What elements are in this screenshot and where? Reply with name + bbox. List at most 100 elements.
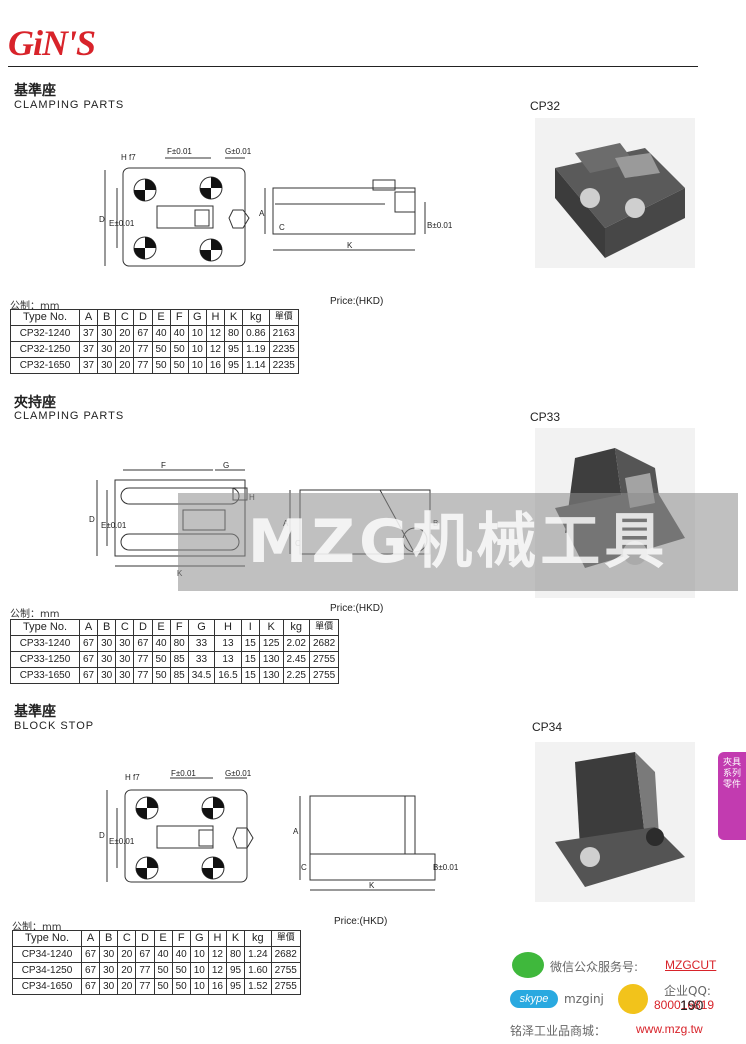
wechat-icon — [512, 952, 544, 978]
table-cell: 2755 — [270, 978, 301, 995]
cp32-drawing: H f7 F±0.01 G±0.01 D E±0.01 A C B±0.01 K — [99, 147, 453, 267]
column-header: G — [189, 930, 209, 947]
column-header: H — [205, 309, 226, 326]
column-header: C — [117, 930, 137, 947]
table-cell: 37 — [78, 341, 99, 358]
table-cell: 20 — [115, 341, 135, 358]
svg-text:G±0.01: G±0.01 — [225, 769, 252, 778]
table-cell: 15 — [240, 651, 260, 668]
svg-text:D: D — [99, 215, 105, 224]
table-cell: 20 — [117, 962, 137, 979]
table-cell: 16 — [207, 978, 228, 995]
qq-number[interactable]: 800016819 — [654, 998, 715, 1012]
column-header: H — [214, 619, 242, 636]
table-cell: 95 — [225, 962, 246, 979]
table-cell: 40 — [171, 946, 191, 963]
column-header: 單價 — [308, 619, 340, 636]
svg-text:B±0.01: B±0.01 — [427, 221, 453, 230]
price-label: Price:(HKD) — [334, 916, 388, 927]
watermark-band — [178, 493, 738, 591]
header-rule — [8, 66, 698, 67]
table-cell: 2682 — [308, 635, 340, 652]
table-cell: 13 — [214, 635, 242, 652]
table-cell: 1.19 — [242, 341, 270, 358]
svg-text:G: G — [223, 461, 229, 470]
table-cell: 33 — [187, 651, 216, 668]
model-label: CP32 — [530, 99, 561, 113]
column-header: C — [115, 309, 135, 326]
svg-text:B±0.01: B±0.01 — [433, 863, 459, 872]
column-header: B — [97, 309, 117, 326]
table-cell: 13 — [214, 651, 242, 668]
table-cell: 67 — [133, 635, 153, 652]
table-cell: 10 — [189, 962, 209, 979]
table-cell: 2.45 — [282, 651, 310, 668]
column-header: D — [133, 309, 153, 326]
table-cell: 50 — [171, 962, 191, 979]
skype-id[interactable]: mzginj — [564, 992, 604, 1006]
svg-text:F±0.01: F±0.01 — [171, 769, 196, 778]
svg-text:D: D — [89, 515, 95, 524]
column-header: G — [187, 309, 207, 326]
table-cell: 37 — [78, 357, 99, 374]
svg-text:D: D — [99, 831, 105, 840]
table-cell: 30 — [97, 667, 117, 684]
table-cell: 34.5 — [187, 667, 216, 684]
section-title-en: BLOCK STOP — [14, 720, 95, 732]
column-header: H — [207, 930, 228, 947]
table-cell: 77 — [133, 667, 153, 684]
wechat-id[interactable]: MZGCUT — [665, 958, 717, 972]
type-no-cell: CP34-1240 — [12, 946, 82, 963]
section-title-zh: 基準座 — [14, 83, 56, 99]
column-header: B — [99, 930, 119, 947]
mall-url[interactable]: www.mzg.tw — [636, 1022, 703, 1036]
table-cell: 50 — [169, 357, 189, 374]
table-cell: 40 — [151, 325, 171, 342]
table-cell: 30 — [97, 341, 117, 358]
table-cell: 30 — [115, 667, 135, 684]
table-cell: 2755 — [270, 962, 301, 979]
column-header: Type No. — [10, 619, 80, 636]
table-cell: 50 — [171, 978, 191, 995]
column-header: A — [78, 619, 99, 636]
table-cell: 1.24 — [244, 946, 272, 963]
svg-text:H f7: H f7 — [121, 153, 136, 162]
table-cell: 30 — [115, 651, 135, 668]
table-cell: 40 — [151, 635, 171, 652]
table-cell: 80 — [169, 635, 189, 652]
unit-label: 公制：mm — [10, 301, 60, 312]
type-no-cell: CP33-1250 — [10, 651, 80, 668]
table-cell: 85 — [169, 651, 189, 668]
model-label: CP33 — [530, 410, 561, 424]
table-cell: 50 — [153, 978, 173, 995]
svg-text:E±0.01: E±0.01 — [109, 837, 135, 846]
table-cell: 77 — [135, 978, 155, 995]
cp32-photo — [535, 118, 695, 268]
table-cell: 50 — [151, 357, 171, 374]
table-cell: 67 — [78, 635, 99, 652]
cp34-photo — [535, 742, 695, 902]
table-cell: 2235 — [268, 341, 299, 358]
table-cell: 30 — [99, 978, 119, 995]
table-cell: 37 — [78, 325, 99, 342]
table-cell: 10 — [189, 946, 209, 963]
table-cell: 10 — [187, 341, 207, 358]
model-label: CP34 — [532, 720, 563, 734]
column-header: D — [133, 619, 153, 636]
brand-logo: GiN'S — [8, 23, 96, 63]
svg-text:C: C — [279, 223, 285, 232]
category-side-tab[interactable] — [718, 752, 746, 840]
column-header: E — [153, 930, 173, 947]
column-header: E — [151, 619, 171, 636]
table-cell: 125 — [258, 635, 284, 652]
column-header: B — [97, 619, 117, 636]
type-no-cell: CP32-1250 — [10, 341, 80, 358]
table-cell: 67 — [78, 667, 99, 684]
cp34-drawing: H f7 F±0.01 G±0.01 D E±0.01 A C B±0.01 K — [99, 769, 459, 891]
